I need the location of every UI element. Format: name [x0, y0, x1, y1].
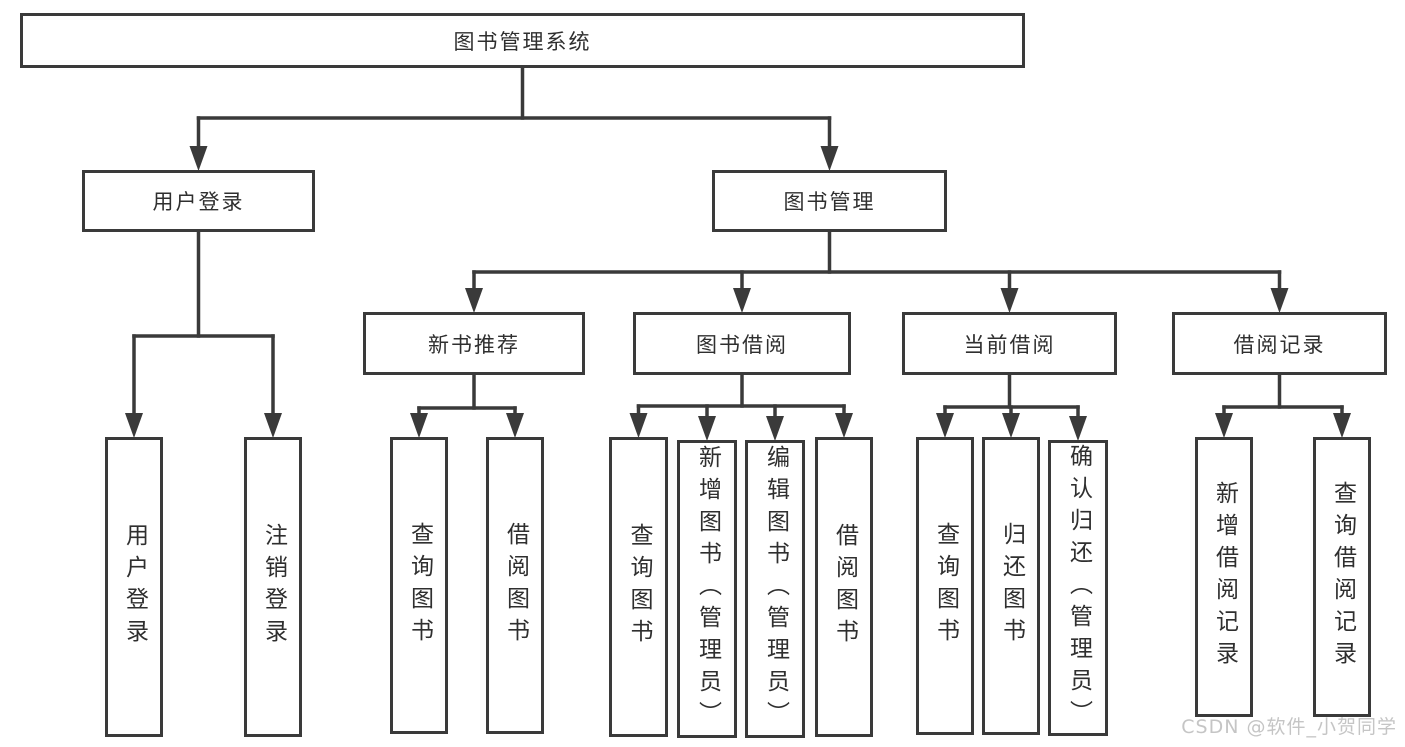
- node-user-login: 用户登录: [82, 170, 315, 232]
- node-label: 新书推荐: [428, 332, 520, 357]
- node-label: 图书管理系统: [453, 29, 592, 54]
- node-current-borrow: 当前借阅: [902, 312, 1117, 375]
- node-label: 查询借阅记录: [1329, 481, 1356, 673]
- node-book-mgmt: 图书管理: [712, 170, 947, 232]
- node-leaf-bb-edit: 编辑图书（管理员）: [745, 440, 805, 738]
- node-leaf-user-login: 用户登录: [105, 437, 163, 737]
- node-label: 查询图书: [932, 522, 959, 650]
- node-leaf-br-add: 新增借阅记录: [1195, 437, 1253, 717]
- node-leaf-bb-add: 新增图书（管理员）: [677, 440, 737, 738]
- node-label: 借阅记录: [1233, 332, 1326, 357]
- node-leaf-logout: 注销登录: [244, 437, 302, 737]
- node-label: 当前借阅: [963, 332, 1056, 357]
- node-label: 归还图书: [998, 522, 1025, 650]
- node-leaf-br-query: 查询借阅记录: [1313, 437, 1371, 717]
- node-label: 借阅图书: [502, 521, 529, 650]
- node-root: 图书管理系统: [20, 13, 1025, 68]
- node-leaf-cb-query: 查询图书: [916, 437, 974, 735]
- node-label: 注销登录: [260, 523, 287, 651]
- node-leaf-bb-borrow: 借阅图书: [815, 437, 873, 737]
- node-leaf-cb-return: 归还图书: [982, 437, 1040, 735]
- node-label: 查询图书: [626, 523, 652, 651]
- node-label: 确认归还（管理员）: [1065, 444, 1092, 732]
- node-label: 新增图书（管理员）: [694, 445, 721, 733]
- csdn-watermark: CSDN @软件_小贺同学: [1181, 716, 1397, 738]
- node-label: 用户登录: [152, 190, 245, 214]
- node-new-book-rec: 新书推荐: [363, 312, 585, 375]
- node-label: 借阅图书: [831, 523, 858, 651]
- node-leaf-bb-query: 查询图书: [609, 437, 668, 737]
- node-book-borrow: 图书借阅: [633, 312, 851, 375]
- node-label: 用户登录: [121, 523, 148, 651]
- node-leaf-nb-borrow: 借阅图书: [486, 437, 544, 734]
- node-label: 编辑图书（管理员）: [762, 445, 789, 733]
- node-label: 新增借阅记录: [1211, 481, 1238, 673]
- node-borrow-records: 借阅记录: [1172, 312, 1387, 375]
- node-label: 查询图书: [406, 521, 433, 650]
- node-label: 图书借阅: [696, 332, 788, 357]
- node-leaf-cb-confirm: 确认归还（管理员）: [1048, 440, 1108, 736]
- node-label: 图书管理: [783, 190, 876, 214]
- node-leaf-nb-query: 查询图书: [390, 437, 448, 734]
